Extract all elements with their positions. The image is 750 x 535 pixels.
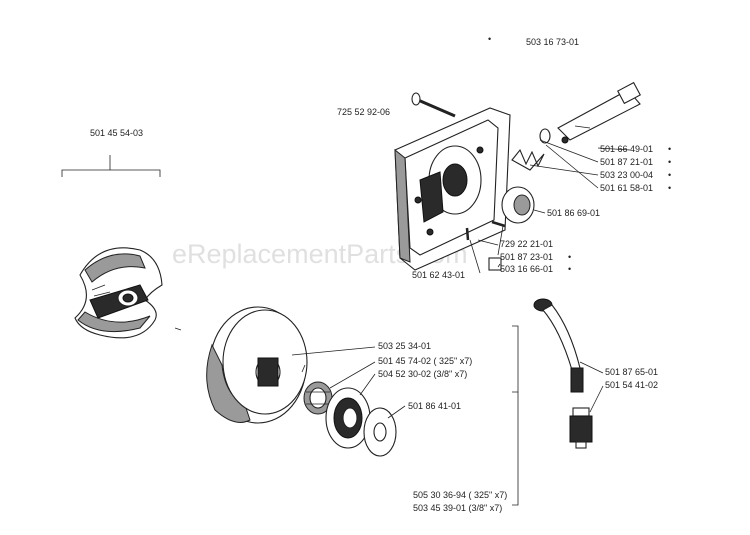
clutch-bracket	[61, 169, 161, 177]
label-501-54-41-02: 501 54 41-02	[605, 380, 658, 390]
label-504-52-30-02: 504 52 30-02 (3/8" x7)	[378, 369, 467, 379]
label-725-52-92-06: 725 52 92-06	[337, 107, 390, 117]
label-503-16-66-01: 503 16 66-01	[500, 264, 553, 274]
marker-5: •	[568, 252, 571, 262]
label-501-45-54-03: 501 45 54-03	[90, 128, 143, 138]
pump-shaft	[557, 81, 641, 141]
needle-bearing	[303, 381, 333, 415]
marker-6: •	[568, 264, 571, 274]
label-501-87-21-01: 501 87 21-01	[600, 157, 653, 167]
label-501-61-58-01: 501 61 58-01	[600, 183, 653, 193]
label-505-30-36-94: 505 30 36-94 ( 325" x7)	[413, 490, 507, 500]
label-501-45-74-02: 501 45 74-02 ( 325" x7)	[378, 356, 472, 366]
label-501-62-43-01: 501 62 43-01	[412, 270, 465, 280]
label-729-22-21-01: 729 22 21-01	[500, 239, 553, 249]
clutch-assembly	[74, 247, 163, 339]
drum-bracket	[512, 325, 519, 393]
pump-spring	[511, 148, 545, 171]
marker-2: •	[668, 157, 671, 167]
oil-pump-housing	[394, 107, 511, 271]
label-501-87-23-01: 501 87 23-01	[500, 252, 553, 262]
header-part-number: 503 16 73-01	[526, 37, 579, 47]
oil-hose	[533, 298, 584, 393]
clutch-drum	[206, 306, 308, 424]
worm-gear	[501, 186, 535, 224]
washer	[363, 407, 397, 457]
marker-3: •	[668, 170, 671, 180]
screw-725	[411, 92, 456, 118]
label-501-66-49-01: 501 66 49-01	[600, 144, 653, 154]
marker-4: •	[668, 183, 671, 193]
oil-filter	[569, 407, 593, 449]
label-503-45-39-01: 503 45 39-01 (3/8" x7)	[413, 503, 502, 513]
label-503-23-00-04: 503 23 00-04	[600, 170, 653, 180]
label-503-25-34-01: 503 25 34-01	[378, 341, 431, 351]
seal-ring	[539, 128, 551, 144]
header-dot: •	[488, 34, 491, 44]
marker-1: •	[668, 144, 671, 154]
rim-sprocket	[325, 387, 371, 449]
label-501-87-65-01: 501 87 65-01	[605, 367, 658, 377]
label-501-86-41-01: 501 86 41-01	[408, 401, 461, 411]
label-501-86-69-01: 501 86 69-01	[547, 208, 600, 218]
